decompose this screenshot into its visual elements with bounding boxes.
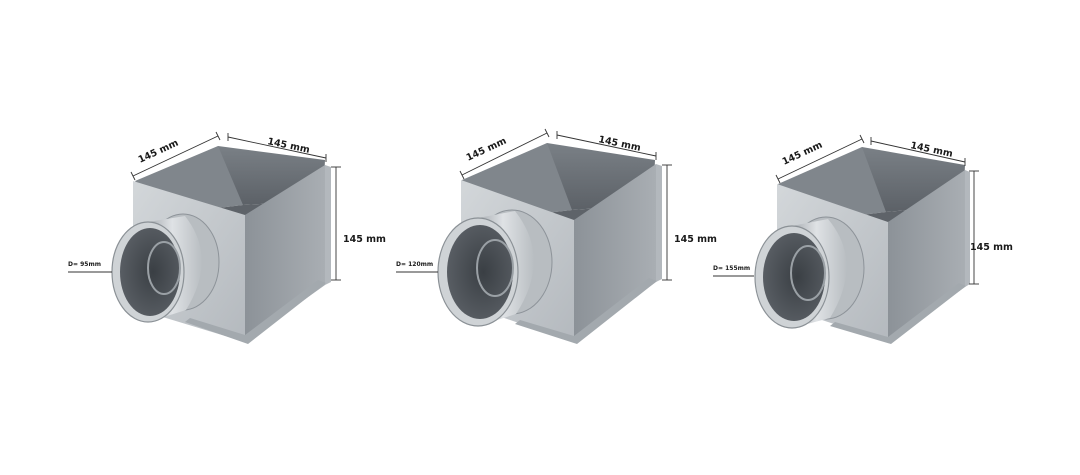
box-2-diameter-label: D= 120mm: [396, 261, 433, 268]
box-3-diameter-label: D= 155mm: [713, 265, 750, 272]
box-2-bottom-flange: [515, 278, 657, 344]
box-1-spigot-opening: [120, 228, 180, 316]
box-2-depth-dim-line: [461, 132, 548, 176]
box-3-depth-dim-line: [777, 138, 863, 180]
box-1-side-flange: [325, 165, 331, 285]
box-3-depth-label: 145 mm: [781, 140, 825, 168]
box-1-width-dim-line: [227, 136, 327, 159]
plenum-box-3: 145 mm 145 mm 145 mm D= 155mm: [713, 134, 1013, 344]
box-2-side-panel: [574, 164, 656, 342]
box-2-side-flange: [656, 164, 662, 282]
box-2-depth-label: 145 mm: [465, 136, 509, 164]
box-3-depth-tick-b: [859, 134, 865, 144]
box-2-width-label: 145 mm: [597, 134, 641, 154]
box-3-depth-tick-a: [775, 174, 781, 184]
box-2-depth-tick-b: [544, 128, 550, 138]
box-2-spigot-opening: [447, 225, 513, 319]
box-3-height-label: 145 mm: [970, 242, 1013, 253]
box-2-width-dim-line: [556, 134, 657, 157]
box-2-depth-tick-a: [459, 170, 465, 180]
box-1-depth-label: 145 mm: [137, 138, 181, 166]
box-1-depth-tick-a: [130, 171, 136, 181]
plenum-box-1: 145 mm 145 mm 145 mm D= 95mm: [68, 131, 386, 344]
box-1-bottom-flange: [185, 280, 326, 344]
box-1-depth-dim-line: [132, 135, 219, 177]
box-2-height-label: 145 mm: [674, 234, 717, 245]
box-1-diameter-label: D= 95mm: [68, 261, 101, 268]
box-3-inner-ring: [790, 245, 826, 301]
box-3-width-dim-line: [870, 140, 966, 163]
box-3-side-flange: [965, 170, 970, 287]
box-3-bottom-flange: [830, 283, 966, 344]
box-2-inner-ring: [476, 239, 514, 297]
box-1-width-label: 145 mm: [266, 136, 310, 156]
box-1-height-label: 145 mm: [343, 234, 386, 245]
box-1-inner-ring: [147, 241, 181, 295]
box-3-spigot-opening: [763, 233, 825, 321]
plenum-box-2: 145 mm 145 mm 145 mm D= 120mm: [396, 128, 717, 344]
box-1-depth-tick-b: [215, 131, 221, 141]
